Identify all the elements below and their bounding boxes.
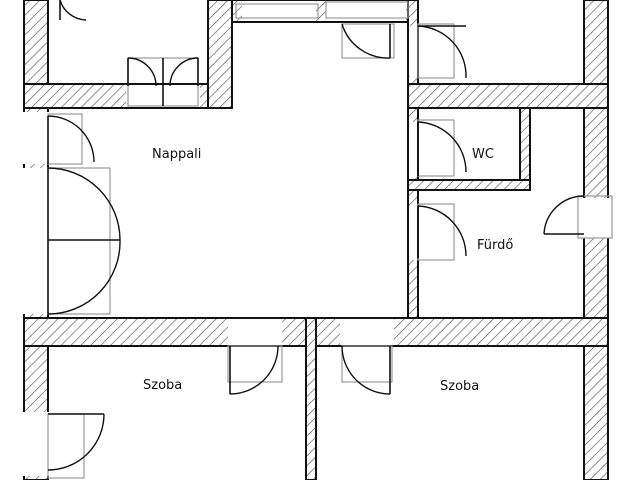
label-szoba-right: Szoba <box>440 379 479 394</box>
door-szoba-right <box>341 345 393 395</box>
door-szoba-left-outer <box>47 413 105 479</box>
door-wc <box>417 119 467 177</box>
top-center-frame-right <box>325 1 409 19</box>
double-door-nappali-left <box>47 167 121 315</box>
label-furdo: Fürdő <box>477 238 513 253</box>
door-top-right <box>417 23 467 79</box>
door-furdo-outer <box>543 195 613 239</box>
room-labels: Nappali WC Fürdő Szoba Szoba <box>143 147 513 394</box>
top-center-frame-left <box>235 3 319 19</box>
wall-outer-right <box>583 0 609 480</box>
door-szoba-left <box>227 345 283 395</box>
wall-wc-bottom <box>407 179 531 191</box>
wall-top-right-bottom <box>407 83 609 109</box>
label-nappali: Nappali <box>152 147 201 162</box>
openings <box>22 1 609 476</box>
door-nappali-top <box>341 23 395 59</box>
wall-wc-right <box>519 107 531 191</box>
door-top-left-corner <box>59 0 87 21</box>
double-door-top-left <box>127 57 199 107</box>
label-szoba-left: Szoba <box>143 378 182 393</box>
wall-szoba-divider <box>305 317 317 480</box>
door-nappali-left-small <box>47 113 95 165</box>
label-wc: WC <box>472 147 494 162</box>
wall-top-left-right <box>207 0 233 109</box>
door-furdo <box>417 203 467 261</box>
doors <box>47 0 613 479</box>
